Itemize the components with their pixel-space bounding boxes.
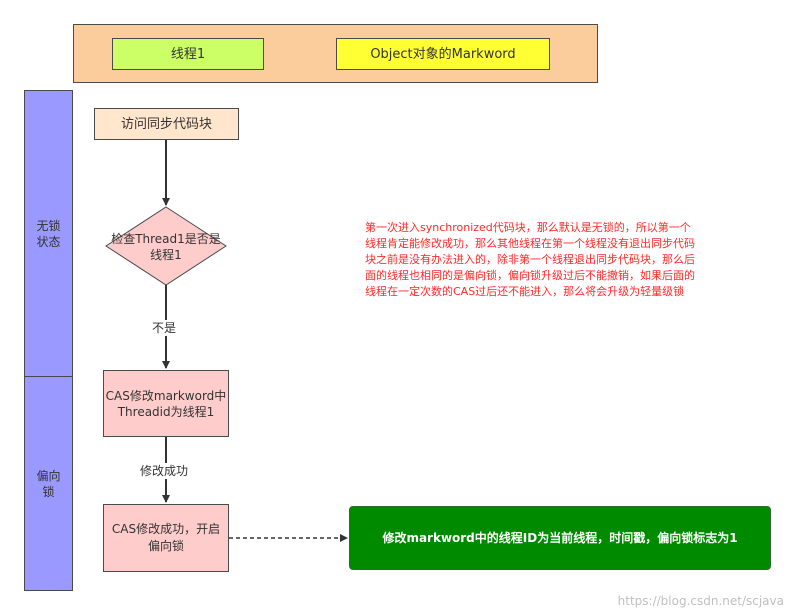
watermark: https://blog.csdn.net/scjava [617, 594, 784, 608]
cas-success-node: CAS修改成功，开启偏向锁 [103, 504, 229, 572]
cas-modify-node: CAS修改markword中Threadid为线程1 [103, 370, 229, 437]
annotation-note: 第一次进入synchronized代码块，那么默认是无锁的，所以第一个线程肯定能… [365, 221, 695, 298]
result-node: 修改markword中的线程ID为当前线程，时间戳，偏向锁标志为1 [349, 506, 771, 570]
lane-biased-lock: 偏向锁 [24, 376, 73, 591]
check-thread-label: 检查Thread1是否是线程1 [111, 232, 221, 262]
access-sync-block-node: 访问同步代码块 [94, 108, 239, 140]
edge-label-modify-success: 修改成功 [138, 463, 191, 479]
markword-label: Object对象的Markword [336, 38, 550, 70]
edge-label-not: 不是 [150, 320, 179, 336]
thread-label: 线程1 [112, 38, 264, 70]
lane-lock-free: 无锁状态 [24, 90, 73, 377]
